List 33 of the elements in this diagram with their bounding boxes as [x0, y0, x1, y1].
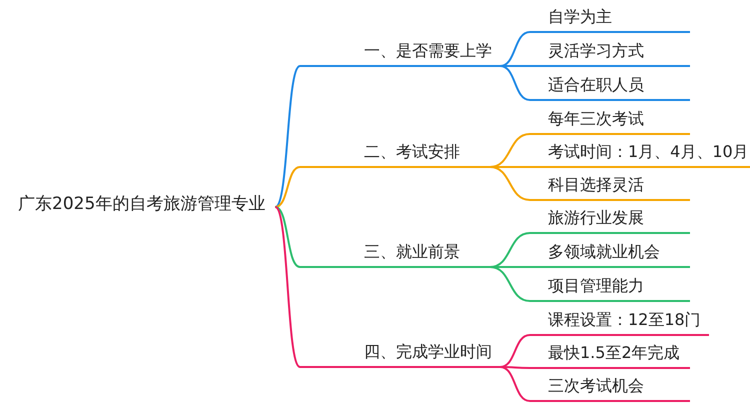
connector-curve [500, 65, 530, 67]
leaf-topic: 灵活学习方式 [530, 37, 690, 67]
branch-topic: 三、就业前景 [300, 238, 490, 268]
branch-topic: 四、完成学业时间 [300, 338, 500, 368]
connector-curve [500, 334, 530, 368]
connector-curve [274, 206, 301, 368]
leaf-topic: 自学为主 [530, 3, 690, 33]
leaf-topic: 课程设置：12至18门 [530, 306, 709, 336]
connector-curve [500, 65, 530, 101]
connector-curve [500, 31, 530, 67]
connector-curve [490, 166, 530, 168]
connector-curve [274, 65, 301, 208]
connector-curve [490, 266, 530, 302]
connector-curve [274, 206, 300, 268]
leaf-topic: 旅游行业发展 [530, 204, 690, 234]
connector-curve [490, 166, 530, 201]
connector-curve [275, 166, 300, 208]
connector-curve [500, 366, 530, 402]
connector-curve [500, 366, 530, 369]
leaf-topic: 每年三次考试 [530, 105, 690, 135]
leaf-topic: 三次考试机会 [530, 372, 690, 402]
connector-curve [490, 232, 530, 268]
leaf-topic: 考试时间：1月、4月、10月 [530, 138, 750, 168]
connector-curve [490, 133, 530, 168]
connector-curve [490, 266, 530, 268]
leaf-topic: 最快1.5至2年完成 [530, 339, 690, 369]
leaf-topic: 适合在职人员 [530, 71, 690, 101]
leaf-topic: 科目选择灵活 [530, 171, 690, 201]
leaf-topic: 多领域就业机会 [530, 238, 690, 268]
leaf-topic: 项目管理能力 [530, 272, 690, 302]
root-topic: 广东2025年的自考旅游管理专业 [18, 190, 274, 220]
branch-topic: 一、是否需要上学 [300, 37, 500, 67]
branch-topic: 二、考试安排 [300, 138, 490, 168]
